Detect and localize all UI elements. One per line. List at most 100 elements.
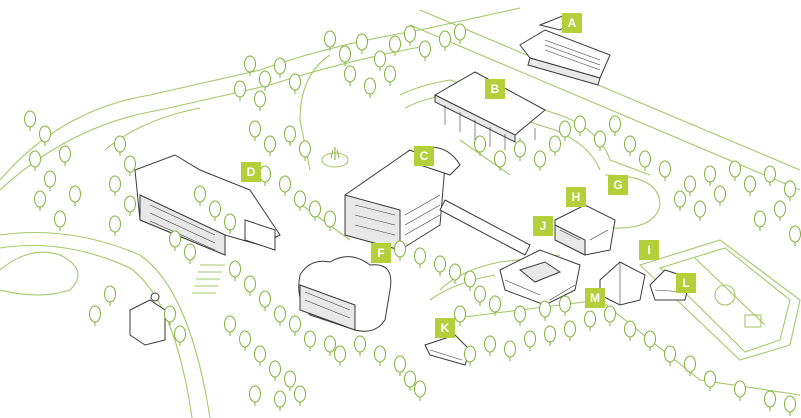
tree-icon	[289, 315, 301, 333]
marker-k[interactable]: K	[435, 318, 455, 338]
tree-icon	[464, 270, 476, 288]
tree-icon	[744, 175, 756, 193]
tree-icon	[404, 25, 416, 43]
tree-icon	[194, 185, 206, 203]
tree-icon	[494, 150, 506, 168]
tree-icon	[609, 115, 621, 133]
tree-icon	[664, 345, 676, 363]
tree-icon	[559, 120, 571, 138]
tree-icon	[89, 305, 101, 323]
marker-d-label: D	[246, 165, 256, 179]
tree-icon	[364, 77, 376, 95]
tree-icon	[489, 295, 501, 313]
tree-icon	[274, 57, 286, 75]
building-small-west	[129, 292, 166, 346]
tree-icon	[684, 355, 696, 373]
tree-icon	[584, 310, 596, 328]
tree-icon	[659, 160, 671, 178]
marker-l[interactable]: L	[676, 273, 696, 293]
marker-k-label: K	[440, 321, 450, 335]
marker-d[interactable]: D	[241, 162, 261, 182]
tree-icon	[764, 390, 776, 408]
tree-icon	[534, 150, 546, 168]
tree-icon	[789, 225, 801, 243]
tree-icon	[164, 305, 176, 323]
marker-g[interactable]: G	[608, 175, 628, 195]
tree-icon	[259, 70, 271, 88]
tree-icon	[244, 275, 256, 293]
building-d	[134, 154, 281, 256]
marker-h[interactable]: H	[566, 187, 586, 207]
tree-icon	[644, 330, 656, 348]
tree-icon	[464, 345, 476, 363]
tree-icon	[279, 175, 291, 193]
marker-i[interactable]: I	[639, 240, 659, 260]
stairs	[192, 264, 225, 294]
marker-b[interactable]: B	[485, 79, 505, 99]
tree-icon	[109, 175, 121, 193]
tree-icon	[124, 155, 136, 173]
tree-icon	[514, 140, 526, 158]
tree-icon	[224, 213, 236, 231]
tree-icon	[249, 120, 261, 138]
tree-icon	[344, 65, 356, 83]
tree-icon	[564, 320, 576, 338]
tree-icon	[604, 305, 616, 323]
trees	[24, 23, 801, 416]
tree-icon	[224, 315, 236, 333]
marker-l-label: L	[682, 276, 690, 290]
tree-icon	[259, 290, 271, 308]
tree-icon	[454, 23, 466, 41]
tree-icon	[674, 190, 686, 208]
tree-icon	[774, 200, 786, 218]
marker-f[interactable]: F	[371, 243, 391, 263]
tree-icon	[784, 395, 796, 413]
tree-icon	[114, 135, 126, 153]
building-j	[499, 249, 581, 306]
tree-icon	[354, 335, 366, 353]
tree-icon	[334, 345, 346, 363]
tree-icon	[549, 135, 561, 153]
building-i	[599, 261, 646, 306]
tree-icon	[239, 330, 251, 348]
tree-icon	[404, 370, 416, 388]
marker-b-label: B	[490, 82, 500, 96]
tree-icon	[419, 40, 431, 58]
tree-icon	[764, 165, 776, 183]
marker-j[interactable]: J	[533, 216, 553, 236]
marker-i-label: I	[647, 243, 651, 257]
tree-icon	[414, 380, 426, 398]
tree-icon	[734, 380, 746, 398]
tree-icon	[714, 185, 726, 203]
tree-icon	[29, 150, 41, 168]
tree-icon	[514, 305, 526, 323]
tree-icon	[269, 360, 281, 378]
tree-icon	[449, 263, 461, 281]
tree-icon	[639, 150, 651, 168]
marker-j-label: J	[539, 219, 547, 233]
tree-icon	[284, 125, 296, 143]
tree-icon	[184, 243, 196, 261]
tree-icon	[414, 247, 426, 265]
tree-icon	[209, 200, 221, 218]
tree-icon	[54, 210, 66, 228]
marker-c-label: C	[419, 149, 429, 163]
tree-icon	[474, 135, 486, 153]
marker-a[interactable]: A	[562, 13, 582, 33]
tree-icon	[304, 330, 316, 348]
marker-a-label: A	[567, 16, 577, 30]
tree-icon	[249, 385, 261, 403]
tree-icon	[389, 35, 401, 53]
tree-icon	[324, 210, 336, 228]
tree-icon	[694, 200, 706, 218]
tree-icon	[109, 215, 121, 233]
tree-icon	[309, 200, 321, 218]
marker-m[interactable]: M	[585, 288, 605, 308]
tree-icon	[434, 255, 446, 273]
marker-c[interactable]: C	[414, 146, 434, 166]
tree-icon	[704, 370, 716, 388]
tree-icon	[559, 295, 571, 313]
tree-icon	[374, 345, 386, 363]
